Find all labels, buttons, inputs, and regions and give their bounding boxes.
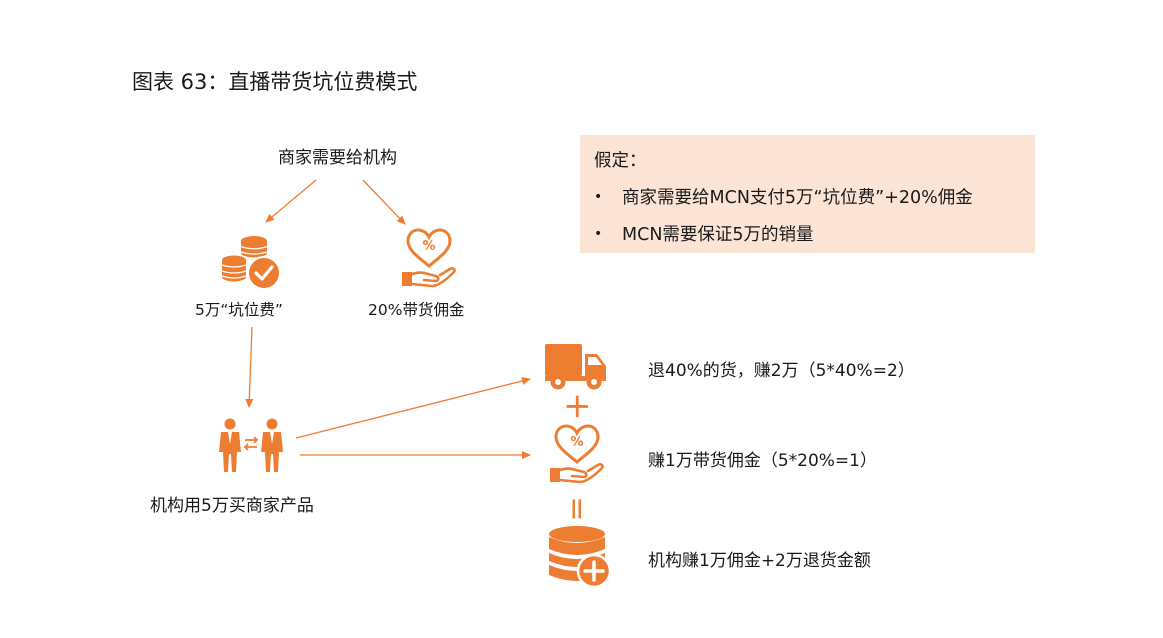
top-node-label: 商家需要给机构 bbox=[278, 148, 397, 168]
arrow-agency-to-truck bbox=[295, 377, 531, 439]
bullet-icon: • bbox=[594, 225, 603, 242]
commission-label: 20%带货佣金 bbox=[368, 301, 465, 319]
plus-operator: + bbox=[563, 386, 592, 426]
hand-heart-percent-icon: % bbox=[550, 424, 604, 484]
arrow-top-to-fee bbox=[265, 179, 317, 223]
agency-label: 机构用5万买商家产品 bbox=[150, 496, 314, 516]
svg-text:%: % bbox=[422, 239, 435, 254]
business-people-exchange-icon bbox=[219, 418, 283, 472]
arrow-top-to-commission bbox=[362, 179, 406, 225]
result-return-goods: 退40%的货，赚2万（5*40%=2） bbox=[648, 361, 915, 381]
assumption-item: • 商家需要给MCN支付5万“坑位费”+20%佣金 bbox=[594, 184, 1035, 209]
delivery-truck-icon bbox=[545, 344, 606, 390]
assumption-item-text: MCN需要保证5万的销量 bbox=[622, 225, 814, 245]
result-commission: 赚1万带货佣金（5*20%=1） bbox=[648, 451, 877, 471]
assumption-item-text: 商家需要给MCN支付5万“坑位费”+20%佣金 bbox=[622, 188, 973, 208]
svg-text:%: % bbox=[570, 435, 583, 450]
equals-operator: = bbox=[559, 496, 595, 522]
assumption-title: 假定： bbox=[594, 151, 647, 171]
hand-heart-percent-icon: % bbox=[402, 228, 456, 288]
coins-check-icon bbox=[221, 236, 281, 290]
database-plus-icon bbox=[549, 526, 610, 587]
fee-label: 5万“坑位费” bbox=[195, 301, 283, 319]
bullet-icon: • bbox=[594, 188, 603, 205]
result-total: 机构赚1万佣金+2万退货金额 bbox=[648, 551, 871, 571]
arrow-fee-to-agency bbox=[245, 326, 254, 408]
assumption-item: • MCN需要保证5万的销量 bbox=[594, 221, 1035, 246]
assumption-box: 假定： • 商家需要给MCN支付5万“坑位费”+20%佣金 • MCN需要保证5… bbox=[580, 135, 1035, 253]
diagram-title: 图表 63：直播带货坑位费模式 bbox=[132, 70, 418, 94]
